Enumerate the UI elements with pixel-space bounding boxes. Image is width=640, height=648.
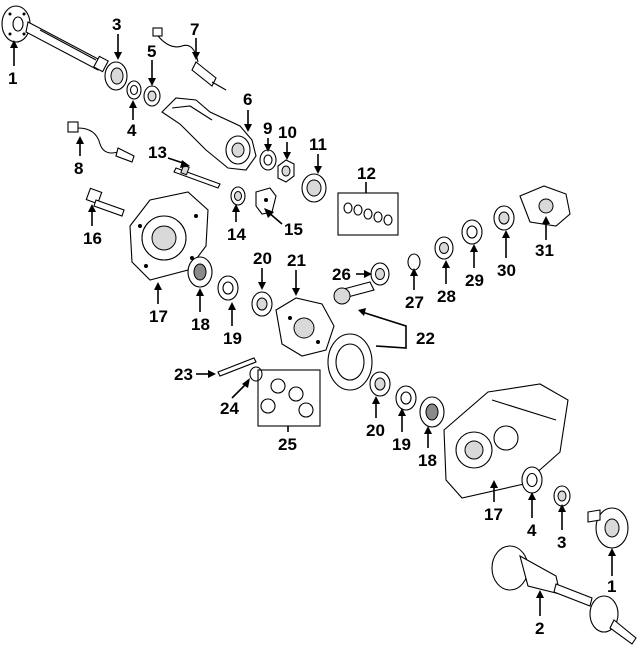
callout-15: 15 (284, 220, 303, 239)
flange-1-lower (587, 507, 629, 549)
seal-29 (461, 219, 483, 245)
bearing-28 (434, 236, 454, 260)
washer-24 (249, 366, 263, 382)
callout-21: 21 (287, 251, 306, 270)
gear-set-25 (257, 369, 321, 427)
callout-23: 23 (174, 365, 193, 384)
housing-17-upper (129, 191, 209, 281)
bearing-11 (301, 173, 327, 203)
callout-4-upper: 4 (127, 121, 137, 140)
spacer-27 (407, 253, 421, 271)
bearing-20-upper (251, 291, 273, 317)
race-19-upper (217, 275, 239, 301)
callout-26: 26 (332, 265, 351, 284)
callout-29: 29 (465, 271, 484, 290)
pin-13 (173, 164, 221, 189)
callout-20-upper: 20 (253, 249, 272, 268)
washer-9 (259, 149, 277, 171)
bearing-4-top (126, 80, 142, 100)
bearing-18-upper (187, 256, 213, 288)
nut-10 (277, 159, 295, 183)
callout-18-upper: 18 (191, 315, 210, 334)
callout-1-upper: 1 (8, 69, 18, 88)
bearing-26 (370, 262, 390, 286)
callout-12: 12 (357, 164, 376, 183)
callout-5: 5 (147, 42, 157, 61)
callout-4-lower: 4 (527, 521, 537, 540)
housing-17-lower (443, 383, 569, 499)
seal-4-lower (521, 466, 543, 494)
callout-16: 16 (83, 229, 102, 248)
callout-25: 25 (278, 435, 297, 454)
bearing-20-lower (369, 371, 391, 397)
bearing-18-lower (419, 396, 445, 428)
pin-23 (217, 357, 257, 377)
cv-shaft-2 (491, 545, 637, 645)
callout-27: 27 (405, 293, 424, 312)
seal-30 (493, 205, 515, 231)
callout-3-upper: 3 (112, 15, 122, 34)
bearing-5 (143, 85, 161, 107)
yoke-31 (519, 185, 571, 227)
callout-10: 10 (278, 123, 297, 142)
seal-kit-12 (337, 192, 399, 236)
callout-19-upper: 19 (223, 329, 242, 348)
callout-20-lower: 20 (366, 421, 385, 440)
race-19-lower (395, 385, 417, 411)
callout-2: 2 (535, 619, 545, 638)
axle-shaft-left (1, 5, 109, 73)
callout-19-lower: 19 (392, 435, 411, 454)
sensor-8 (67, 121, 135, 163)
callout-6: 6 (243, 90, 253, 109)
callout-17-lower: 17 (484, 505, 503, 524)
callout-30: 30 (497, 261, 516, 280)
callout-22: 22 (416, 329, 435, 348)
diff-case-21 (275, 297, 335, 357)
callout-7: 7 (190, 20, 200, 39)
bearing-3-lower (553, 485, 571, 507)
callout-1-lower: 1 (607, 577, 617, 596)
callout-31: 31 (535, 241, 554, 260)
callout-8: 8 (74, 159, 84, 178)
bolt-16 (85, 187, 125, 217)
callout-24: 24 (220, 399, 239, 418)
callout-14: 14 (227, 225, 246, 244)
leader-lines (10, 34, 616, 616)
callout-18-lower: 18 (418, 451, 437, 470)
callout-11: 11 (309, 135, 327, 154)
callout-13: 13 (148, 143, 167, 162)
callout-3-lower: 3 (557, 533, 567, 552)
bearing-14 (230, 186, 246, 206)
ring-pinion-22 (327, 281, 375, 391)
callout-28: 28 (437, 287, 456, 306)
callout-9: 9 (263, 119, 273, 138)
housing-6 (161, 97, 257, 171)
seal-3-top (104, 61, 128, 91)
callout-17-upper: 17 (149, 307, 168, 326)
